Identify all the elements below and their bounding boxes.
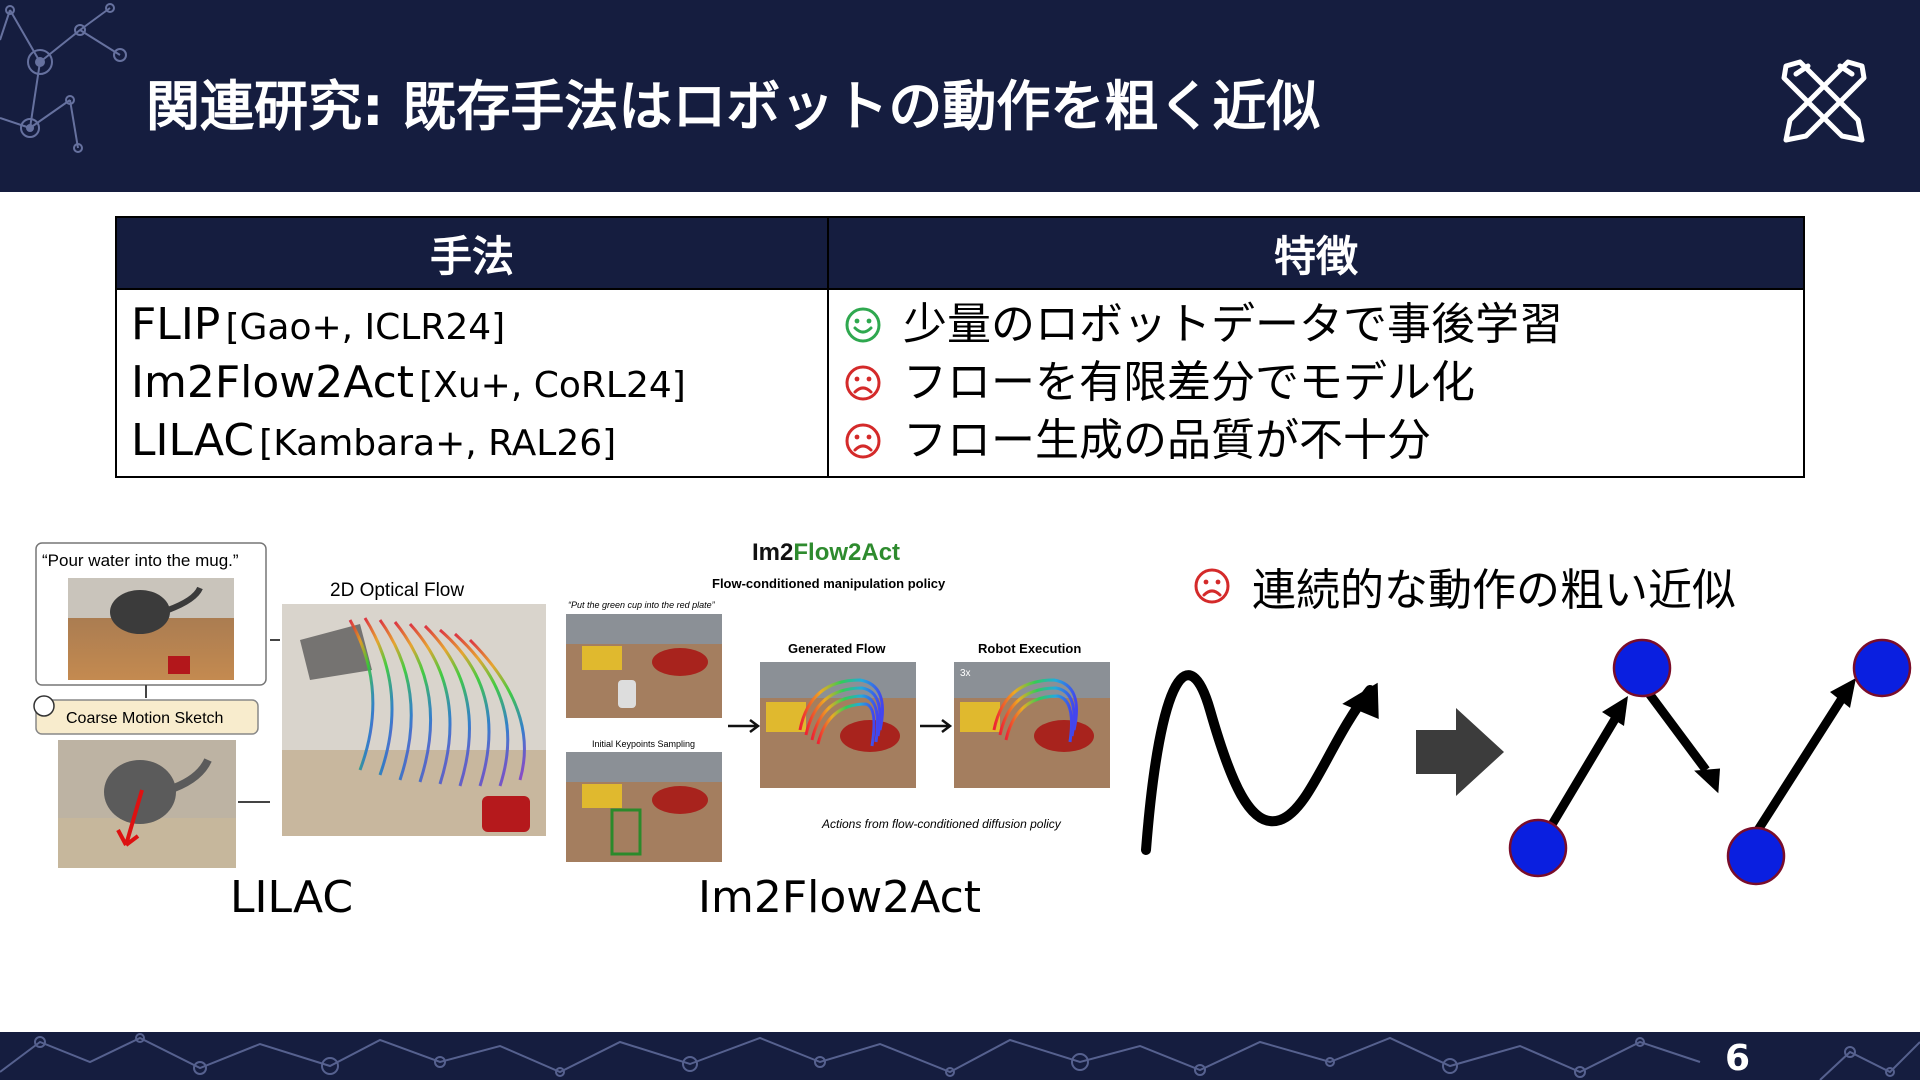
smile-icon <box>845 307 881 343</box>
sketch-pill <box>35 699 259 735</box>
method-ref: [Gao+, ICLR24] <box>225 307 506 348</box>
feature-item: フローを有限差分でモデル化 <box>843 354 1791 412</box>
curve-arrowhead <box>1342 682 1379 719</box>
im2-title-part2: Flow2Act <box>793 539 900 566</box>
page-number: 6 <box>1724 1038 1750 1079</box>
robot-execution-label: Robot Execution <box>978 641 1081 656</box>
feature-item: 少量のロボットデータで事後学習 <box>843 296 1791 354</box>
approximation-label: 連続的な動作の粗い近似 <box>1192 554 1736 618</box>
continuous-motion-curve <box>1141 670 1375 855</box>
motion-arrow <box>116 789 144 847</box>
im2-title-part1: Im2 <box>752 539 793 566</box>
features-cell: 少量のロボットデータで事後学習 フローを有限差分でモデル化 <box>827 288 1805 478</box>
approximation-text: 連続的な動作の粗い近似 <box>1252 565 1736 616</box>
method-name: LILAC <box>131 415 255 466</box>
method-item: FLIP [Gao+, ICLR24] <box>131 296 815 354</box>
method-name: Im2Flow2Act <box>131 357 415 408</box>
header-features: 特徴 <box>827 216 1805 290</box>
prompt-text: “Pour water into the mug.” <box>42 551 239 570</box>
flow-trajectories <box>348 617 526 787</box>
methods-table: 手法 特徴 FLIP [Gao+, ICLR24] Im2Flow2Act [X… <box>115 216 1805 478</box>
waypoint-node <box>1726 826 1786 886</box>
waypoint-node <box>1508 818 1568 878</box>
feature-text: 少量のロボットデータで事後学習 <box>903 299 1563 350</box>
method-item: LILAC [Kambara+, RAL26] <box>131 412 815 470</box>
approximation-diagram <box>1141 638 1912 886</box>
segment-arrowhead-1 <box>1602 696 1628 726</box>
speed-badge: 3x <box>960 668 971 679</box>
feature-item: フロー生成の品質が不十分 <box>843 412 1791 470</box>
footer-band: 6 <box>0 1032 1920 1080</box>
sketch-label: Coarse Motion Sketch <box>66 710 223 727</box>
lilac-figure: “Pour water into the mug.” Coarse Motion… <box>33 542 546 868</box>
table-row: FLIP [Gao+, ICLR24] Im2Flow2Act [Xu+, Co… <box>115 288 1805 478</box>
im2-subtitle: Flow-conditioned manipulation policy <box>712 576 946 591</box>
network-decoration <box>0 1033 1920 1080</box>
actions-label: Actions from flow-conditioned diffusion … <box>821 817 1062 831</box>
method-ref: [Kambara+, RAL26] <box>259 423 617 464</box>
flow-label: 2D Optical Flow <box>330 580 464 601</box>
segment-arrowhead-3 <box>1830 678 1856 708</box>
frown-icon <box>845 365 881 401</box>
frown-icon <box>845 423 881 459</box>
methods-cell: FLIP [Gao+, ICLR24] Im2Flow2Act [Xu+, Co… <box>115 288 829 478</box>
method-ref: [Xu+, CoRL24] <box>419 365 686 406</box>
transform-arrow <box>1416 708 1504 796</box>
method-item: Im2Flow2Act [Xu+, CoRL24] <box>131 354 815 412</box>
feature-text: フロー生成の品質が不十分 <box>903 415 1431 466</box>
generated-flow-trajectories <box>798 678 884 747</box>
header-band: 関連研究: 既存手法はロボットの動作を粗く近似 <box>0 0 1920 192</box>
header-method: 手法 <box>115 216 829 290</box>
instruction-text: “Put the green cup into the red plate” <box>568 600 716 610</box>
lilac-caption: LILAC <box>230 872 354 923</box>
im2flow2act-caption: Im2Flow2Act <box>698 872 982 923</box>
piecewise-segments <box>1534 681 1850 851</box>
waypoint-node <box>1612 638 1672 698</box>
waypoint-node <box>1852 638 1912 698</box>
frown-icon <box>1194 568 1230 604</box>
svg-text:Im2Flow2Act: Im2Flow2Act <box>752 539 900 566</box>
segment-arrowhead-2 <box>1694 768 1721 794</box>
feature-text: フローを有限差分でモデル化 <box>903 357 1475 408</box>
method-name: FLIP <box>131 299 221 350</box>
network-decoration <box>0 3 127 153</box>
generated-flow-label: Generated Flow <box>788 641 886 656</box>
page-title: 関連研究: 既存手法はロボットの動作を粗く近似 <box>146 75 1321 138</box>
keypoint-grid <box>610 808 642 856</box>
keypoints-label: Initial Keypoints Sampling <box>592 739 695 749</box>
crossed-pens-logo-icon <box>1781 59 1867 143</box>
table-header-row: 手法 特徴 <box>115 216 1805 290</box>
execution-trajectories <box>992 678 1078 743</box>
im2flow2act-figure: Im2Flow2Act Flow-conditioned manipulatio… <box>566 539 1110 862</box>
openai-icon <box>33 695 55 717</box>
